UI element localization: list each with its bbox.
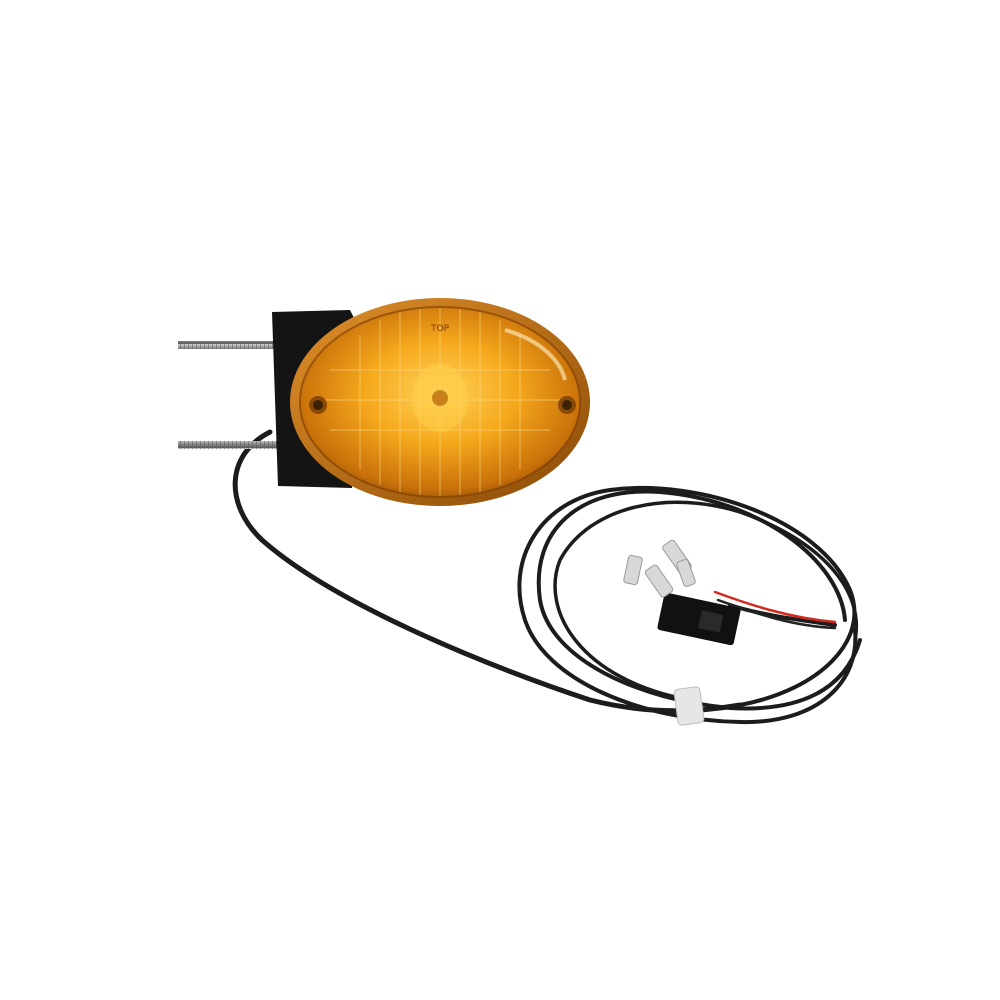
cable-loop-3 xyxy=(553,500,859,702)
cable-coil xyxy=(232,429,862,725)
side-marker-lamp: TOP xyxy=(290,298,590,506)
mounting-bolts xyxy=(178,341,280,449)
lens-marking: TOP xyxy=(430,324,450,334)
spade-terminals xyxy=(623,539,696,598)
electrical-connector xyxy=(657,592,741,646)
cable-tape xyxy=(673,686,705,726)
lens-screws xyxy=(309,396,576,414)
connector-wires xyxy=(713,590,837,630)
